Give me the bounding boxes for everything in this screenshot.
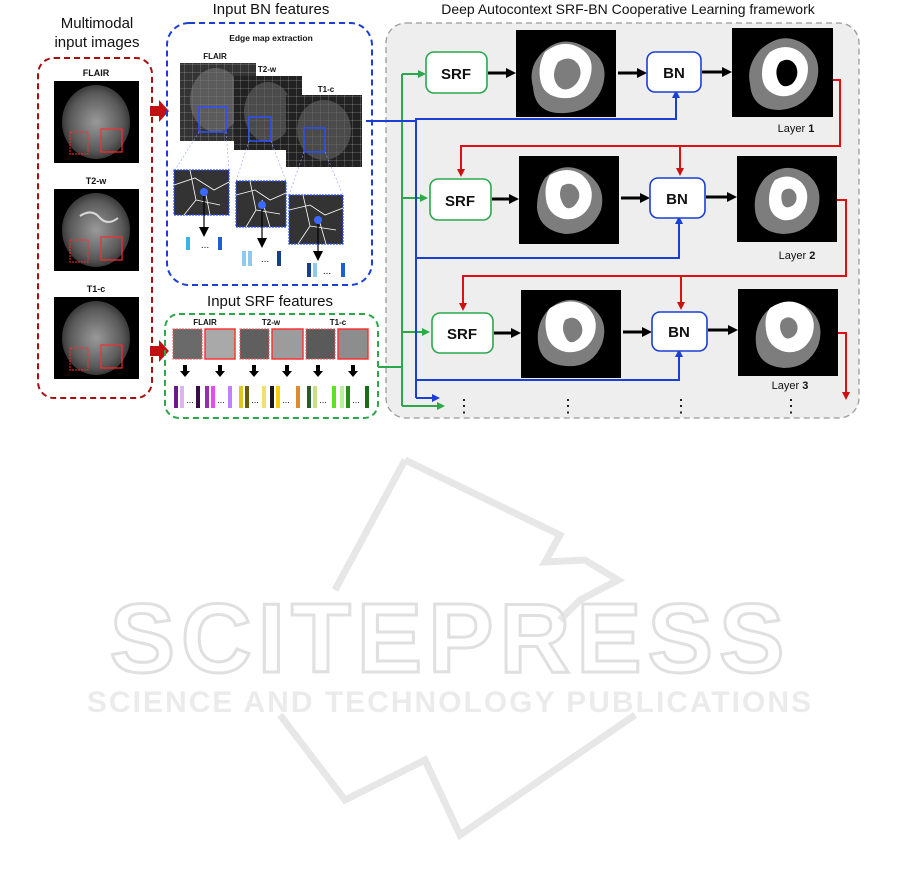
srf-node — [429, 178, 492, 221]
t1c-input: T1-c — [54, 284, 139, 379]
svg-text:⋮: ⋮ — [559, 396, 577, 416]
continuation-ellipses: ⋮ ⋮ ⋮ ⋮ — [455, 396, 800, 416]
title-multimodal-1: Multimodal — [61, 15, 134, 32]
srf-feature-vectors: ... ... ... ... ... ... — [174, 386, 369, 408]
svg-text:...: ... — [201, 240, 209, 251]
srf-patches: FLAIR T2-w T1-c — [172, 318, 369, 360]
svg-text:T2-w: T2-w — [258, 65, 277, 74]
layer-2-label: Layer 2 — [779, 250, 816, 262]
srf-segmentation-map — [519, 156, 619, 244]
srf-node — [431, 312, 494, 354]
title-srf-features: Input SRF features — [207, 293, 333, 310]
watermark-tagline: SCIENCE AND TECHNOLOGY PUBLICATIONS — [87, 686, 813, 719]
title-multimodal-2: input images — [54, 34, 139, 51]
svg-text:...: ... — [186, 395, 194, 405]
svg-text:...: ... — [251, 395, 259, 405]
bn-segmentation-map — [737, 156, 837, 242]
svg-text:BN: BN — [666, 191, 688, 208]
srf-segmentation-map — [516, 30, 616, 117]
arrow-to-srf-features — [150, 340, 169, 362]
svg-text:...: ... — [282, 395, 290, 405]
blue-connectors — [366, 90, 683, 402]
bn-t1c-zoom: ... — [288, 194, 345, 277]
bn-segmentation-map — [738, 289, 838, 376]
svg-text:T1-c: T1-c — [330, 318, 347, 327]
srf-segmentation-map — [521, 290, 621, 378]
t1c-label: T1-c — [87, 284, 106, 294]
flair-label: FLAIR — [83, 68, 110, 78]
bn-node — [646, 51, 702, 93]
edge-map-label: Edge map extraction — [229, 33, 313, 43]
svg-text:...: ... — [319, 395, 327, 405]
bn-features-panel — [166, 22, 373, 286]
layer-2-row: SRF BN Layer 2 — [429, 156, 837, 262]
zoom-lines — [174, 131, 344, 196]
svg-text:...: ... — [323, 266, 331, 277]
layer-3-row: SRF BN Layer 3 — [431, 289, 838, 392]
layer-3-label: Layer 3 — [772, 380, 809, 392]
t2w-input: T2-w — [54, 176, 139, 271]
title-framework: Deep Autocontext SRF-BN Cooperative Lear… — [441, 1, 816, 17]
svg-text:...: ... — [217, 395, 225, 405]
svg-text:FLAIR: FLAIR — [203, 52, 227, 61]
bn-node — [649, 177, 706, 219]
title-bn-features: Input BN features — [213, 1, 330, 18]
bn-t2w-zoom: ... — [235, 180, 287, 266]
svg-text:...: ... — [261, 254, 269, 265]
green-connectors — [378, 70, 445, 410]
svg-text:T2-w: T2-w — [262, 318, 281, 327]
svg-text:BN: BN — [668, 324, 690, 341]
svg-text:...: ... — [352, 395, 360, 405]
svg-text:⋮: ⋮ — [455, 396, 473, 416]
layer-1-row: SRF BN Layer 1 — [425, 28, 833, 135]
svg-text:⋮: ⋮ — [782, 396, 800, 416]
arrow-to-bn-features — [150, 100, 169, 122]
red-feedback-connectors — [457, 79, 850, 400]
svg-text:⋮: ⋮ — [672, 396, 690, 416]
srf-down-arrows — [180, 365, 358, 377]
svg-text:SRF: SRF — [445, 193, 475, 210]
bn-t1c-edge-map: T1-c — [286, 85, 362, 167]
svg-text:BN: BN — [663, 65, 685, 82]
svg-text:FLAIR: FLAIR — [193, 318, 217, 327]
watermark-brand: SCITEPRESS — [110, 583, 791, 693]
bn-node — [651, 311, 708, 352]
flair-input: FLAIR — [54, 68, 139, 163]
srf-node — [425, 51, 488, 94]
bn-segmentation-map — [732, 28, 833, 117]
watermark: SCITEPRESS SCIENCE AND TECHNOLOGY PUBLIC… — [87, 456, 813, 841]
bn-flair-zoom: ... — [173, 169, 230, 251]
svg-text:SRF: SRF — [447, 326, 477, 343]
svg-text:T1-c: T1-c — [318, 85, 335, 94]
multimodal-panel — [37, 57, 153, 399]
svg-text:SRF: SRF — [441, 66, 471, 83]
t2w-label: T2-w — [86, 176, 108, 186]
layer-1-label: Layer 1 — [778, 123, 815, 135]
